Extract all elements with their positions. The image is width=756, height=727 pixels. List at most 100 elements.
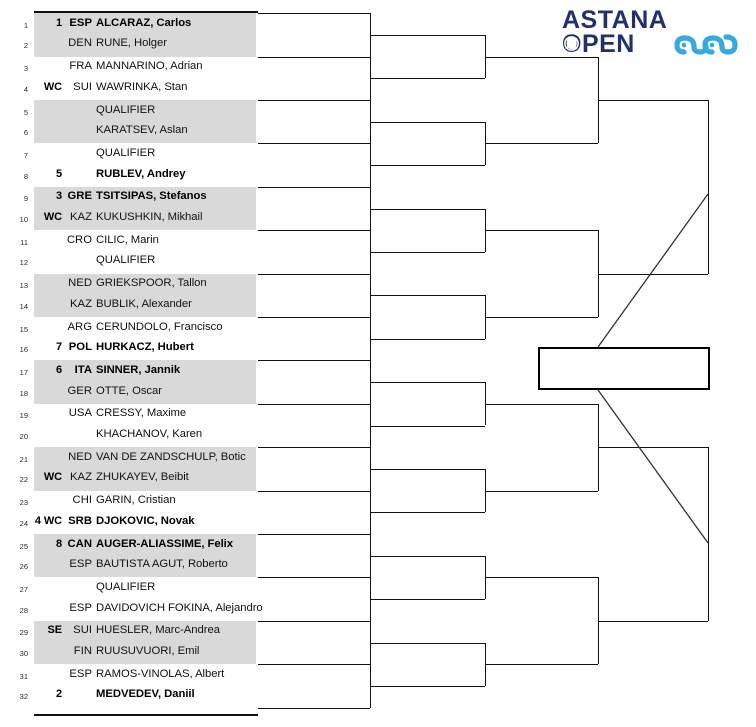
slot-country-code: KAZ <box>70 210 92 223</box>
slot-country-code: KAZ <box>70 297 92 310</box>
bracket-connector-horizontal <box>258 230 370 232</box>
slot-line-number: 22 <box>19 475 28 485</box>
slot-player-name: AUGER-ALIASSIME, Felix <box>96 537 233 550</box>
champion-box[interactable] <box>538 347 710 390</box>
slot-country-code: KAZ <box>70 471 92 484</box>
slot-country-code: NED <box>68 277 92 290</box>
draw-slot[interactable]: 12 QUALIFIER <box>0 251 270 273</box>
pair-block-shading <box>34 447 256 491</box>
slot-line-number: 17 <box>19 367 28 377</box>
bracket-connector-vertical <box>485 555 486 600</box>
slot-line-number: 7 <box>23 150 28 160</box>
slot-line-number: 12 <box>19 258 28 268</box>
slot-player-name: QUALIFIER <box>96 146 156 159</box>
slot-seed-label: 7 <box>55 341 62 354</box>
pair-block-shading <box>34 534 256 578</box>
slot-seed-label: 6 <box>55 363 62 376</box>
bracket-connector-horizontal <box>485 664 598 666</box>
slot-country-code: ARG <box>67 320 92 333</box>
bracket-connector-horizontal <box>485 143 598 145</box>
slot-country-code: SRB <box>68 514 92 527</box>
bracket-connector-vertical <box>370 56 371 100</box>
slot-seed-label: WC <box>43 210 62 223</box>
bracket-connector-horizontal <box>370 34 485 36</box>
slot-country-code: ESP <box>69 601 92 614</box>
svg-text:ASTANA: ASTANA <box>562 6 667 34</box>
slot-player-name: VAN DE ZANDSCHULP, Botic <box>96 450 246 463</box>
slot-player-name: BUBLIK, Alexander <box>96 297 192 310</box>
slot-seed-label: WC <box>43 471 62 484</box>
slot-player-name: RAMOS-VINOLAS, Albert <box>96 667 225 680</box>
bracket-connector-horizontal <box>258 100 370 101</box>
slot-player-name: BAUTISTA AGUT, Roberto <box>96 558 228 571</box>
bracket-connector-vertical <box>598 56 599 144</box>
slot-line-number: 1 <box>23 20 28 30</box>
bracket-connector-vertical <box>370 13 371 57</box>
bracket-connector-horizontal <box>258 707 370 709</box>
bracket-connector-horizontal <box>258 56 370 58</box>
bracket-connector-vertical <box>485 295 486 339</box>
slot-line-number: 20 <box>19 431 28 441</box>
pair-block-shading <box>34 360 256 404</box>
slot-player-name: RUNE, Holger <box>96 37 167 50</box>
bracket-connector-vertical <box>485 382 486 426</box>
bracket-connector-horizontal <box>258 620 370 622</box>
slot-line-number: 25 <box>19 541 28 551</box>
slot-player-name: QUALIFIER <box>96 254 156 267</box>
slot-line-number: 6 <box>23 128 28 138</box>
slot-line-number: 29 <box>19 628 28 638</box>
draw-slot[interactable]: 7 QUALIFIER <box>0 144 270 166</box>
slot-country-code: ESP <box>69 16 92 29</box>
slot-player-name: ZHUKAYEV, Beibit <box>96 471 189 484</box>
svg-text:OPEN: OPEN <box>562 30 635 58</box>
slot-seed-label: 3 <box>55 190 62 203</box>
slot-line-number: 19 <box>19 411 28 421</box>
slot-country-code: GRE <box>67 190 92 203</box>
pair-block-shading <box>34 13 256 57</box>
bracket-connector-horizontal <box>258 273 370 275</box>
draw-slot[interactable]: 17 6 ITA SINNER, Jannik <box>0 361 270 383</box>
slot-country-code: ITA <box>74 363 92 376</box>
bracket-connector-horizontal <box>485 403 598 405</box>
pair-block-shading <box>34 273 256 317</box>
draw-slot[interactable]: 22 WC KAZ ZHUKAYEV, Beibit <box>0 468 270 490</box>
slot-player-name: SINNER, Jannik <box>96 363 181 376</box>
